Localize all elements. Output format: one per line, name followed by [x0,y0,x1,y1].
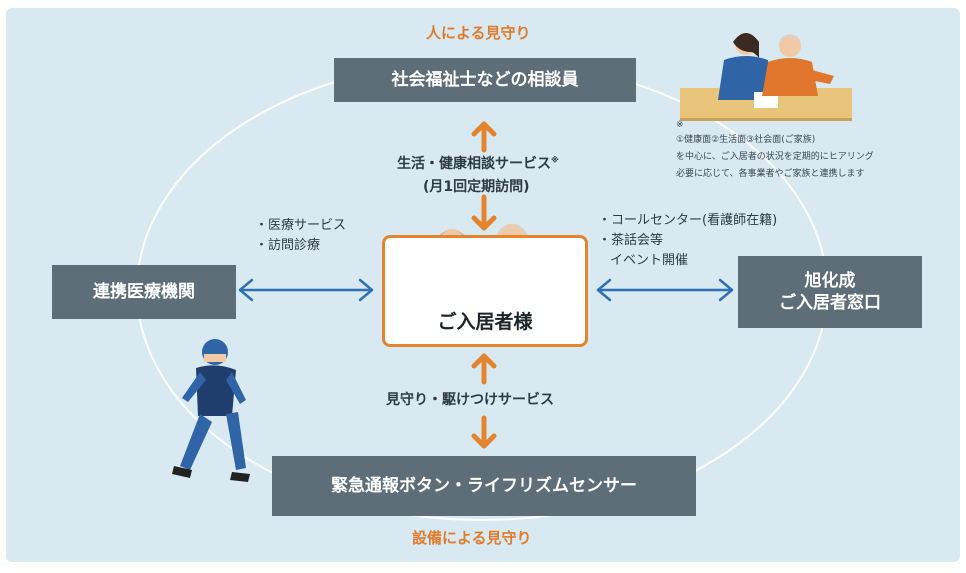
residents-box: ご入居者様 [382,235,588,347]
asahi-label-line-1: 旭化成 [804,270,856,291]
equipment-watch-label: 設備による見守り [412,529,532,547]
watch-service-label: 見守り・駆けつけサービス [386,392,554,408]
consult-service-label: 生活・健康相談サービス※ [397,153,559,173]
emergency-box: 緊急通報ボタン・ライフリズムセンサー [272,456,696,516]
footnote-line-1: ①健康面②生活面③社会面(ご家族) [676,135,816,145]
human-watch-label: 人による見守り [426,24,531,42]
counsel-arrow [471,121,497,231]
counselor-label: 社会福祉士などの相談員 [391,69,579,90]
footnote-mark: ※ [676,120,684,130]
asahi-label-line-2: ご入居者窓口 [779,293,881,313]
medical-box: 連携医療機関 [52,265,236,319]
watch-arrow [471,353,497,449]
asahi-arrow [596,278,734,302]
medical-arrow [238,278,374,302]
medical-label: 連携医療機関 [93,281,195,302]
call-center-item: ・コールセンター(看護師在籍) [598,213,778,228]
tea-party-item: ・茶話会等 [598,233,664,248]
counselor-box: 社会福祉士などの相談員 [334,58,636,102]
consult-note-mark: ※ [551,155,559,165]
consult-frequency: (月1回定期訪問) [423,179,530,195]
consult-service-text: 生活・健康相談サービス [397,156,551,172]
medical-visit-item: ・訪問診療 [255,238,321,253]
asahi-box: 旭化成 ご入居者窓口 [738,256,922,328]
emergency-label: 緊急通報ボタン・ライフリズムセンサー [331,475,637,496]
medical-service-item: ・医療サービス [255,218,347,233]
counselor-illustration [680,33,852,121]
security-guard-illustration [172,339,250,482]
footnote-line-3: 必要に応じて、各事業者やご家族と連携します [676,169,865,179]
event-item: イベント開催 [610,253,689,268]
footnote-line-2: を中心に、ご入居者の状況を定期的にヒアリング [676,152,874,162]
residents-label: ご入居者様 [437,311,533,333]
